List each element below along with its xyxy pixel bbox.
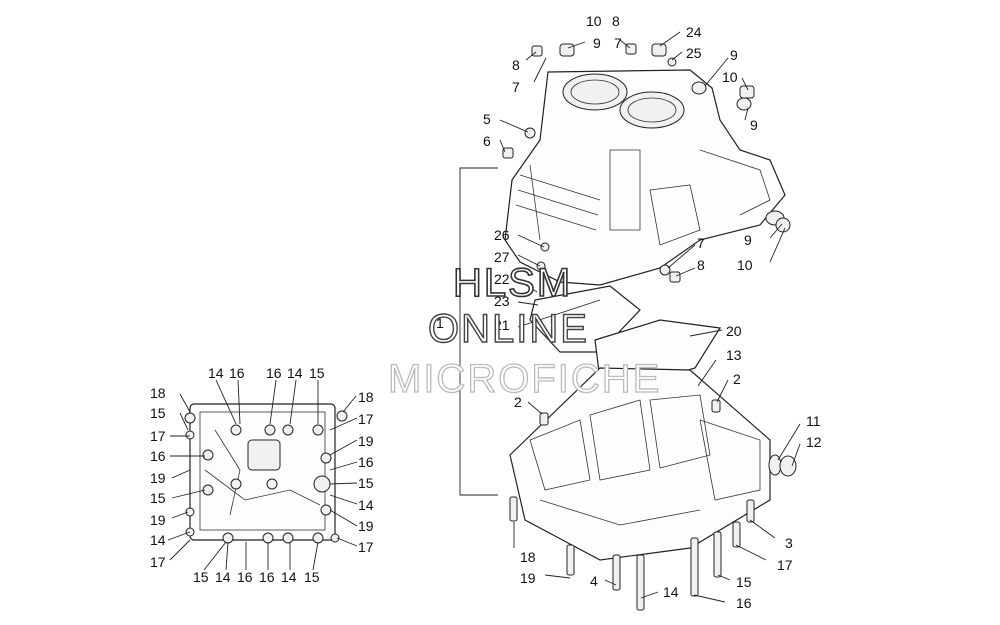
lower-crankcase	[509, 367, 797, 561]
label-4: 4	[590, 573, 598, 589]
label-14: 14	[287, 365, 303, 381]
label-2: 2	[733, 371, 741, 387]
cylinder-plugs	[502, 43, 791, 319]
label-16: 16	[358, 454, 374, 470]
label-15: 15	[736, 574, 752, 590]
label-17: 17	[777, 557, 793, 573]
label-13: 13	[726, 347, 742, 363]
label-9: 9	[730, 47, 738, 63]
label-8: 8	[512, 57, 520, 73]
label-19: 19	[150, 470, 166, 486]
label-18: 18	[520, 549, 536, 565]
label-16: 16	[229, 365, 245, 381]
watermark-line-1: HLSM	[453, 261, 572, 305]
label-15: 15	[150, 405, 166, 421]
label-17: 17	[150, 554, 166, 570]
label-9: 9	[593, 35, 601, 51]
label-14: 14	[358, 497, 374, 513]
callout-labels: 10 8 24 8 9 7 25 9 7 10 9 5 6 9 10 7 8 2…	[150, 13, 822, 611]
label-18: 18	[150, 385, 166, 401]
label-15: 15	[193, 569, 209, 585]
label-17: 17	[358, 539, 374, 555]
label-14: 14	[208, 365, 224, 381]
label-10: 10	[722, 69, 738, 85]
label-1: 1	[436, 315, 444, 331]
label-3: 3	[785, 535, 793, 551]
label-19: 19	[150, 512, 166, 528]
label-16: 16	[259, 569, 275, 585]
label-14: 14	[663, 584, 679, 600]
label-7: 7	[512, 79, 520, 95]
label-2: 2	[514, 394, 522, 410]
label-5: 5	[483, 111, 491, 127]
label-15: 15	[358, 475, 374, 491]
label-14: 14	[281, 569, 297, 585]
label-10: 10	[737, 257, 753, 273]
label-26: 26	[494, 227, 510, 243]
label-23: 23	[494, 293, 510, 309]
label-16: 16	[237, 569, 253, 585]
label-9: 9	[750, 117, 758, 133]
label-7: 7	[614, 35, 622, 51]
assembly-bracket	[459, 167, 498, 496]
label-15: 15	[309, 365, 325, 381]
label-21: 21	[494, 317, 510, 333]
label-9: 9	[744, 232, 752, 248]
label-16: 16	[736, 595, 752, 611]
label-19: 19	[358, 433, 374, 449]
label-19: 19	[520, 570, 536, 586]
label-18: 18	[358, 389, 374, 405]
label-24: 24	[686, 24, 702, 40]
label-14: 14	[150, 532, 166, 548]
label-12: 12	[806, 434, 822, 450]
label-27: 27	[494, 249, 510, 265]
bedplate-view	[184, 403, 348, 544]
label-22: 22	[494, 271, 510, 287]
upper-crankcase	[504, 69, 786, 286]
label-14: 14	[215, 569, 231, 585]
label-11: 11	[806, 413, 821, 429]
leader-lines	[167, 31, 801, 603]
label-19: 19	[358, 518, 374, 534]
label-8: 8	[612, 13, 620, 29]
label-17: 17	[358, 411, 374, 427]
label-17: 17	[150, 428, 166, 444]
crankcase-bolts	[509, 496, 755, 611]
label-15: 15	[150, 490, 166, 506]
label-15: 15	[304, 569, 320, 585]
watermark-line-3: MICROFICHE	[388, 357, 661, 401]
label-16: 16	[150, 448, 166, 464]
label-7: 7	[697, 235, 705, 251]
label-10: 10	[586, 13, 602, 29]
label-6: 6	[483, 133, 491, 149]
watermark: HLSM ONLINE MICROFICHE	[387, 260, 661, 401]
label-8: 8	[697, 257, 705, 273]
watermark-line-2: ONLINE	[428, 307, 589, 351]
label-20: 20	[726, 323, 742, 339]
label-16: 16	[266, 365, 282, 381]
label-25: 25	[686, 45, 702, 61]
